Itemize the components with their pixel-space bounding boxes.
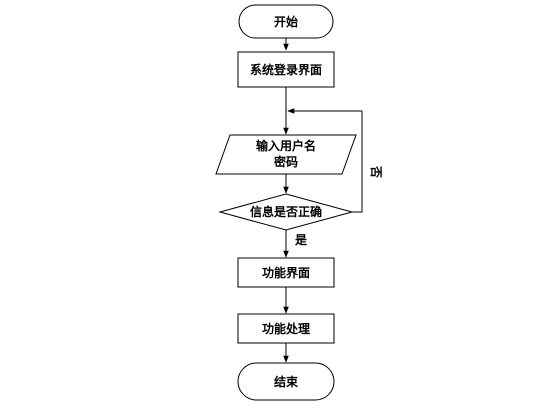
function-process-node: 功能处理 [237,313,335,344]
function-process-shape [237,313,335,344]
edge-check-no-loop [287,108,363,213]
end-shape [237,362,335,401]
login-screen-label: 系统登录界面 [250,62,322,77]
start-label: 开始 [274,14,298,29]
function-screen-node: 功能界面 [237,257,335,288]
input-label-line2: 密码 [274,154,298,169]
input-shape [215,134,357,175]
check-node: 信息是否正确 [218,193,354,231]
yes-label: 是 [294,233,308,247]
end-node: 结束 [237,362,335,401]
function-screen-label: 功能界面 [262,265,310,280]
no-label: 否 [369,165,383,178]
login-screen-shape [237,51,335,88]
login-screen-node: 系统登录界面 [237,51,335,88]
check-label: 信息是否正确 [250,204,322,219]
input-label-line1: 输入用户名 [256,138,316,153]
start-node: 开始 [238,4,334,39]
end-label: 结束 [274,374,299,389]
function-process-label: 功能处理 [262,321,310,336]
input-node: 输入用户名 密码 [215,134,357,175]
